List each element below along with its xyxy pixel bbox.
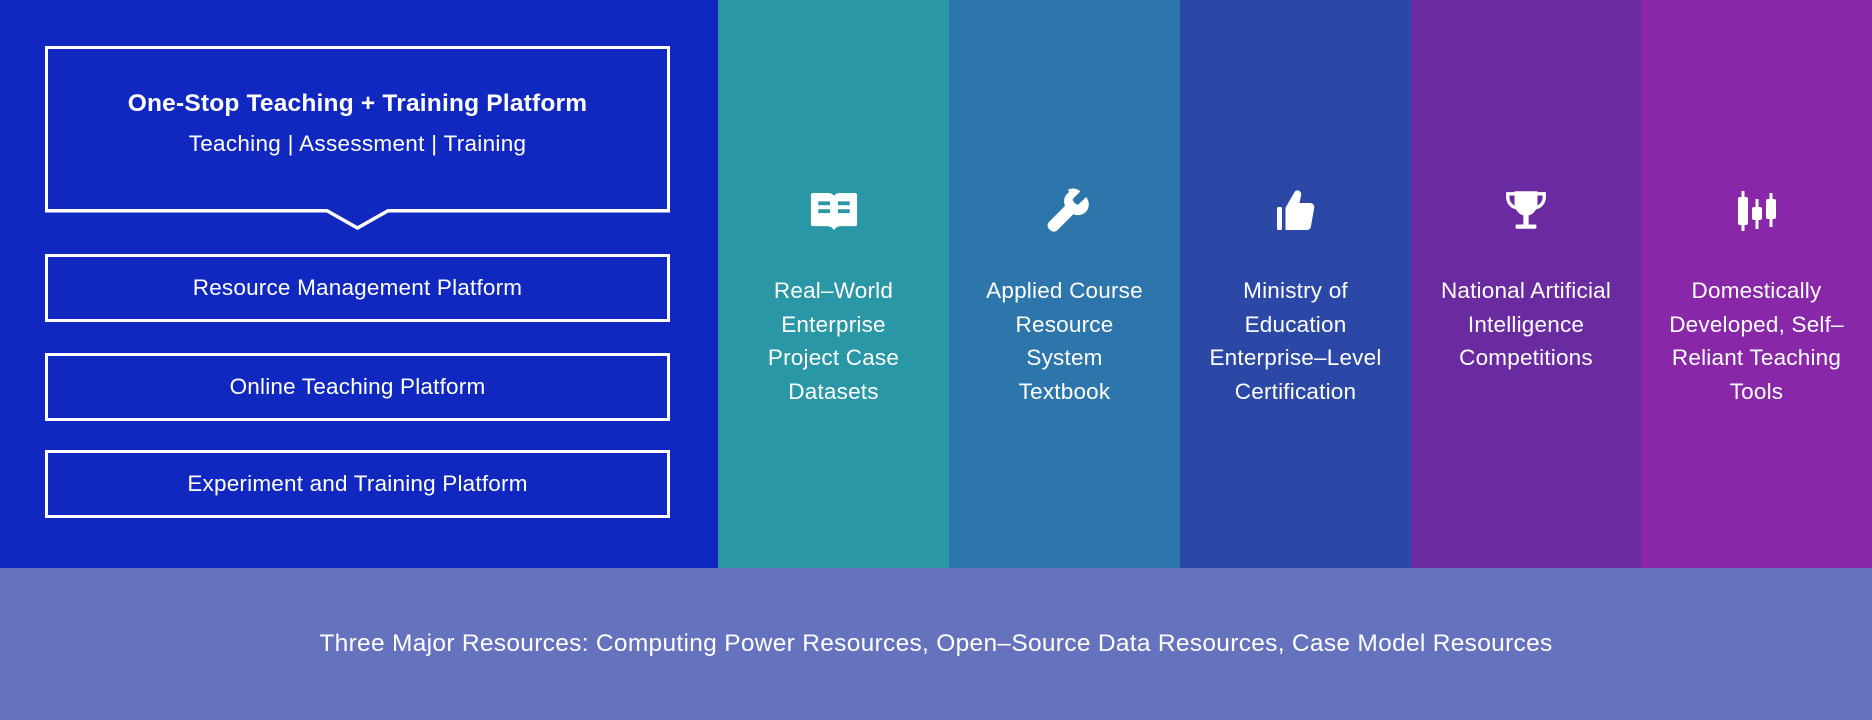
platform-panel: One-Stop Teaching + Training Platform Te… xyxy=(0,0,718,568)
platform-box-resource-management: Resource Management Platform xyxy=(45,254,670,322)
column-label: Domestically Developed, Self– Reliant Te… xyxy=(1669,278,1844,404)
platform-subtitle: Teaching | Assessment | Training xyxy=(188,131,527,156)
open-book-icon xyxy=(718,183,949,239)
platform-title: One-Stop Teaching + Training Platform xyxy=(127,90,588,117)
footer-bar: Three Major Resources: Computing Power R… xyxy=(0,568,1872,720)
column-label: Real–World Enterprise Project Case Datas… xyxy=(767,278,900,404)
platform-box-label: Online Teaching Platform xyxy=(229,374,486,399)
platform-box-label: Resource Management Platform xyxy=(192,275,523,300)
feature-column-datasets: Real–World Enterprise Project Case Datas… xyxy=(718,0,949,568)
main-platform-box: One-Stop Teaching + Training Platform Te… xyxy=(44,46,670,231)
footer-text: Three Major Resources: Computing Power R… xyxy=(319,630,1553,657)
platform-box-label: Experiment and Training Platform xyxy=(187,471,528,496)
platform-box-online-teaching: Online Teaching Platform xyxy=(45,353,670,421)
column-label: Applied Course Resource System Textbook xyxy=(986,278,1143,404)
feature-column-certification: Ministry of Education Enterprise–Level C… xyxy=(1180,0,1411,568)
platform-box-experiment-training: Experiment and Training Platform xyxy=(45,450,670,518)
feature-column-teaching-tools: Domestically Developed, Self– Reliant Te… xyxy=(1641,0,1872,568)
feature-column-competitions: National Artificial Intelligence Competi… xyxy=(1411,0,1641,568)
trophy-icon xyxy=(1411,183,1641,239)
chevron-down-notch xyxy=(44,209,670,231)
thumbs-up-icon xyxy=(1180,183,1411,239)
column-label: Ministry of Education Enterprise–Level C… xyxy=(1209,278,1382,404)
column-label: National Artificial Intelligence Competi… xyxy=(1440,278,1612,370)
candlestick-chart-icon xyxy=(1641,183,1872,239)
feature-column-textbook: Applied Course Resource System Textbook xyxy=(949,0,1180,568)
wrench-icon xyxy=(949,183,1180,239)
